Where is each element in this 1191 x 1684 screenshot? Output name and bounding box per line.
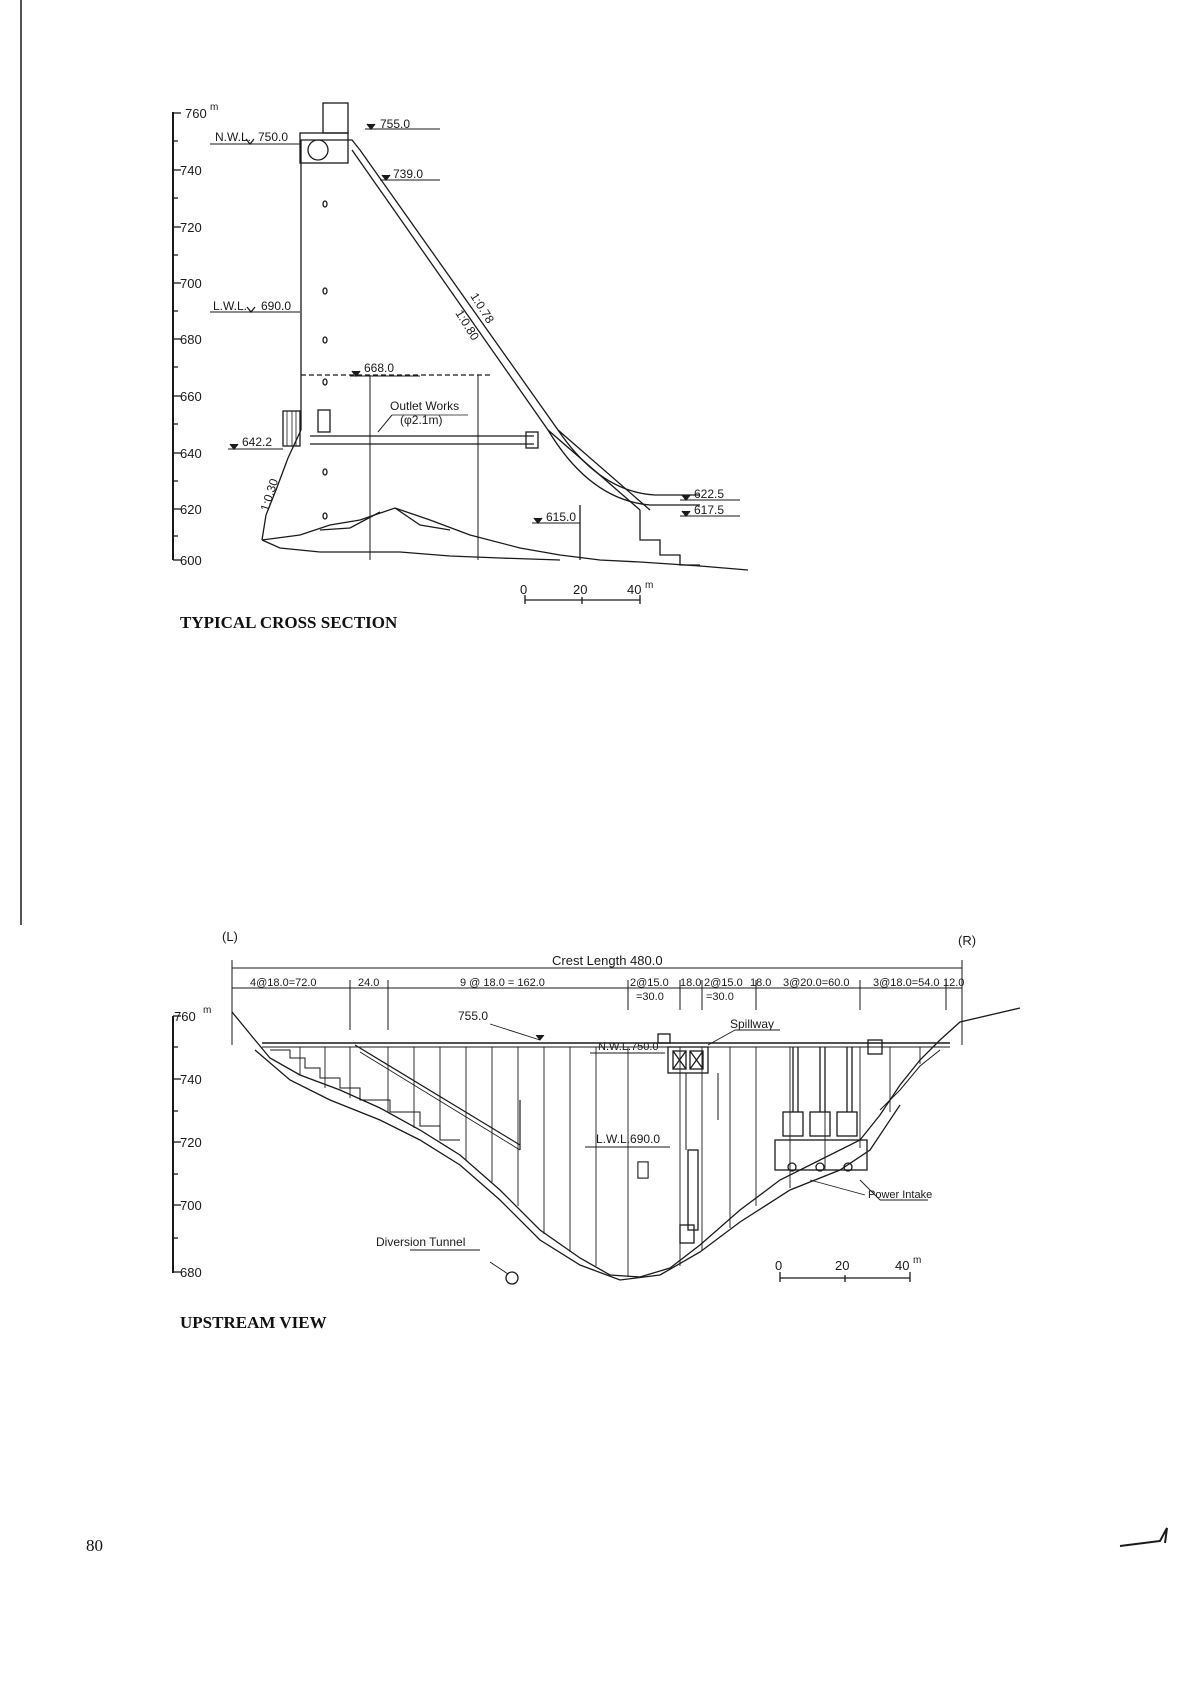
cs-axis-unit: m [210,102,218,113]
uv-dim-2: 24.0 [358,977,379,989]
cs-elevation-marks [210,123,740,525]
page-number: 80 [86,1536,103,1555]
cs-labels: N.W.L. 750.0 L.W.L. 690.0 755.0 739.0 66… [213,117,724,524]
cs-tick-640: 640 [180,446,202,461]
cs-elev-617: 617.5 [694,503,724,517]
stray-mark [1119,1527,1168,1547]
uv-dim-3: 9 @ 18.0 = 162.0 [460,977,545,989]
uv-dim-5: 18.0 [680,977,701,989]
uv-elevation-axis [172,1015,181,1273]
uv-left-label: (L) [222,929,238,944]
uv-lwl: L.W.L.690.0 [596,1132,660,1146]
uv-dimension-lines [231,960,963,1045]
uv-scale-labels: 0 20 40 m [775,1255,921,1273]
uv-tick-720: 720 [180,1135,202,1150]
uv-power-intake: Power Intake [868,1189,932,1201]
uv-dim-4: 2@15.0 [630,977,669,989]
uv-tick-680: 680 [180,1265,202,1280]
cs-scale-0: 0 [520,582,527,597]
uv-axis-labels: 760 m 740 720 700 680 [174,1005,211,1280]
cs-tick-760: 760 [185,106,207,121]
uv-dim-7: 18.0 [750,977,771,989]
power-intake-structure [774,1039,883,1196]
cs-elev-668: 668.0 [364,361,394,375]
uv-labels: (L) (R) Crest Length 480.0 4@18.0=72.0 2… [222,929,976,1249]
spillway-gates [657,1033,709,1074]
cs-tick-620: 620 [180,502,202,517]
uv-scale-0: 0 [775,1258,782,1273]
uv-scale-20: 20 [835,1258,849,1273]
uv-scale-unit: m [913,1255,921,1266]
uv-tick-700: 700 [180,1198,202,1213]
cs-axis-labels: 760 m 740 720 700 680 660 640 620 600 [180,102,218,568]
cs-tick-700: 700 [180,276,202,291]
upstream-view-caption: UPSTREAM VIEW [180,1313,327,1332]
uv-dim-10: 12.0 [943,977,964,989]
uv-dim-9: 3@18.0=54.0 [873,977,940,989]
uv-dim-1: 4@18.0=72.0 [250,977,317,989]
cross-section-diagram [172,102,749,604]
uv-water-levels [489,1023,928,1201]
uv-crest-length: Crest Length 480.0 [552,953,663,968]
cs-elev-739: 739.0 [393,167,423,181]
cs-elevation-axis [172,112,181,561]
uv-right-label: (R) [958,933,976,948]
cs-elev-642: 642.2 [242,435,272,449]
cs-elev-622: 622.5 [694,487,724,501]
cs-nwl-value: 750.0 [258,130,288,144]
uv-axis-unit: m [203,1005,211,1016]
uv-tick-760: 760 [174,1009,196,1024]
cs-nwl-label: N.W.L. [215,130,251,144]
uv-scale-bar [779,1272,911,1282]
uv-nwl: N.W.L.750.0 [598,1041,659,1053]
cs-lwl-value: 690.0 [261,299,291,313]
cs-scale-labels: 0 20 40 m [520,580,653,597]
cs-crest-elev: 755.0 [380,117,410,131]
cs-outlet-dim: (φ2.1m) [400,413,442,427]
uv-scale-40: 40 [895,1258,909,1273]
cs-tick-680: 680 [180,332,202,347]
cross-section-caption: TYPICAL CROSS SECTION [180,613,398,632]
uv-crest-elev: 755.0 [458,1009,488,1023]
cs-outlet-title: Outlet Works [390,399,459,413]
uv-dim-6: 2@15.0 [704,977,743,989]
cs-elev-615: 615.0 [546,510,576,524]
dam-body-section [261,102,749,571]
uv-dim-8: 3@20.0=60.0 [783,977,850,989]
cs-scale-40: 40 [627,582,641,597]
cs-tick-720: 720 [180,220,202,235]
cs-scale-bar [524,595,641,604]
cs-slope-030: 1:0.30 [258,477,282,513]
cs-lwl-label: L.W.L. [213,299,247,313]
uv-spillway: Spillway [730,1017,774,1031]
outlet-works-vertical [637,1073,719,1244]
cs-scale-unit: m [645,580,653,591]
block-joints [299,1047,921,1277]
cs-tick-740: 740 [180,163,202,178]
cs-tick-660: 660 [180,389,202,404]
cs-scale-20: 20 [573,582,587,597]
scan-edge-line [20,0,22,925]
uv-dim-12: =30.0 [706,991,734,1003]
uv-tick-740: 740 [180,1072,202,1087]
uv-dim-11: =30.0 [636,991,664,1003]
diversion-tunnel-portal [505,1271,519,1285]
upstream-view-diagram [172,960,1021,1285]
cs-tick-600: 600 [180,553,202,568]
uv-diversion-tunnel: Diversion Tunnel [376,1235,465,1249]
